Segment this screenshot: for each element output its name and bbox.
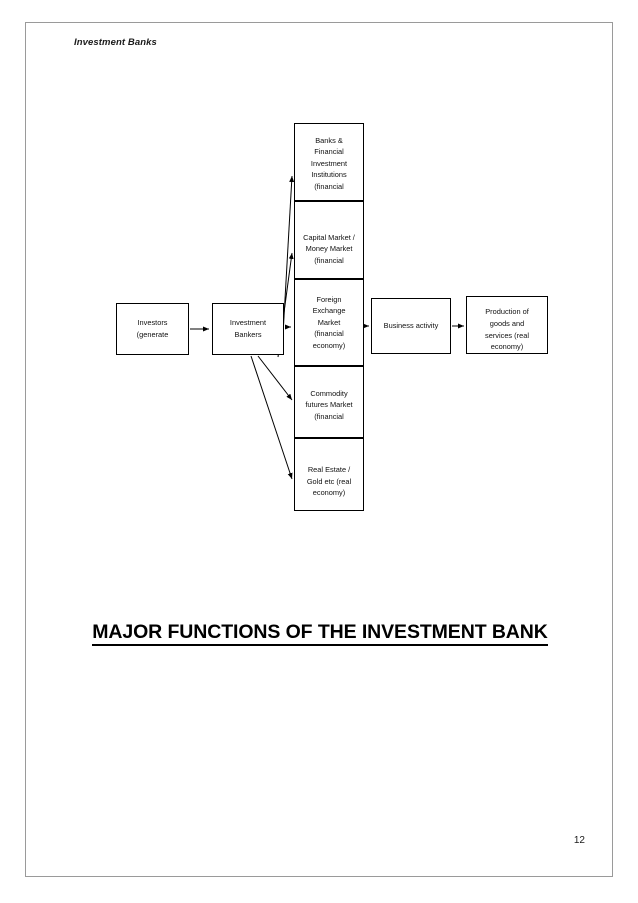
edge-bankers-to-commodity (257, 355, 293, 401)
node-production-goods-services-label: Production of goods and services (real e… (485, 307, 529, 352)
node-investment-bankers-label: Investment Bankers (229, 318, 267, 339)
node-production-goods-services: Production of goods and services (real e… (466, 296, 548, 354)
node-commodity-futures-market: Commodity futures Market (financial (294, 366, 364, 438)
node-business-activity: Business activity (371, 298, 451, 354)
node-investment-bankers: Investment Bankers (212, 303, 284, 355)
node-banks-financial-institutions-label: Banks & Financial Investment Institution… (310, 135, 348, 191)
figure-title-text: MAJOR FUNCTIONS OF THE INVESTMENT BANK (92, 621, 548, 646)
node-banks-financial-institutions: Banks & Financial Investment Institution… (294, 123, 364, 201)
figure-title: MAJOR FUNCTIONS OF THE INVESTMENT BANK (26, 621, 614, 646)
node-capital-money-market: Capital Market / Money Market (financial (294, 201, 364, 279)
document-page: Investment Banks I (25, 22, 613, 877)
node-investors: Investors (generate (116, 303, 189, 355)
node-investors-label: Investors (generate (136, 318, 169, 339)
node-commodity-futures-market-label: Commodity futures Market (financial (305, 388, 353, 421)
document-header: Investment Banks (74, 37, 157, 48)
node-real-estate-gold: Real Estate / Gold etc (real economy) (294, 438, 364, 511)
node-business-activity-label: Business activity (383, 321, 439, 331)
node-real-estate-gold-label: Real Estate / Gold etc (real economy) (306, 465, 352, 498)
flowchart-diagram: Investors (generate Investment Bankers B… (26, 23, 614, 878)
edge-bankers-to-realestate (250, 355, 293, 480)
page-number: 12 (573, 835, 585, 846)
node-foreign-exchange-market-label: Foreign Exchange Market (financial econo… (312, 294, 346, 350)
node-foreign-exchange-market: Foreign Exchange Market (financial econo… (294, 279, 364, 366)
node-capital-money-market-label: Capital Market / Money Market (financial (303, 232, 355, 265)
